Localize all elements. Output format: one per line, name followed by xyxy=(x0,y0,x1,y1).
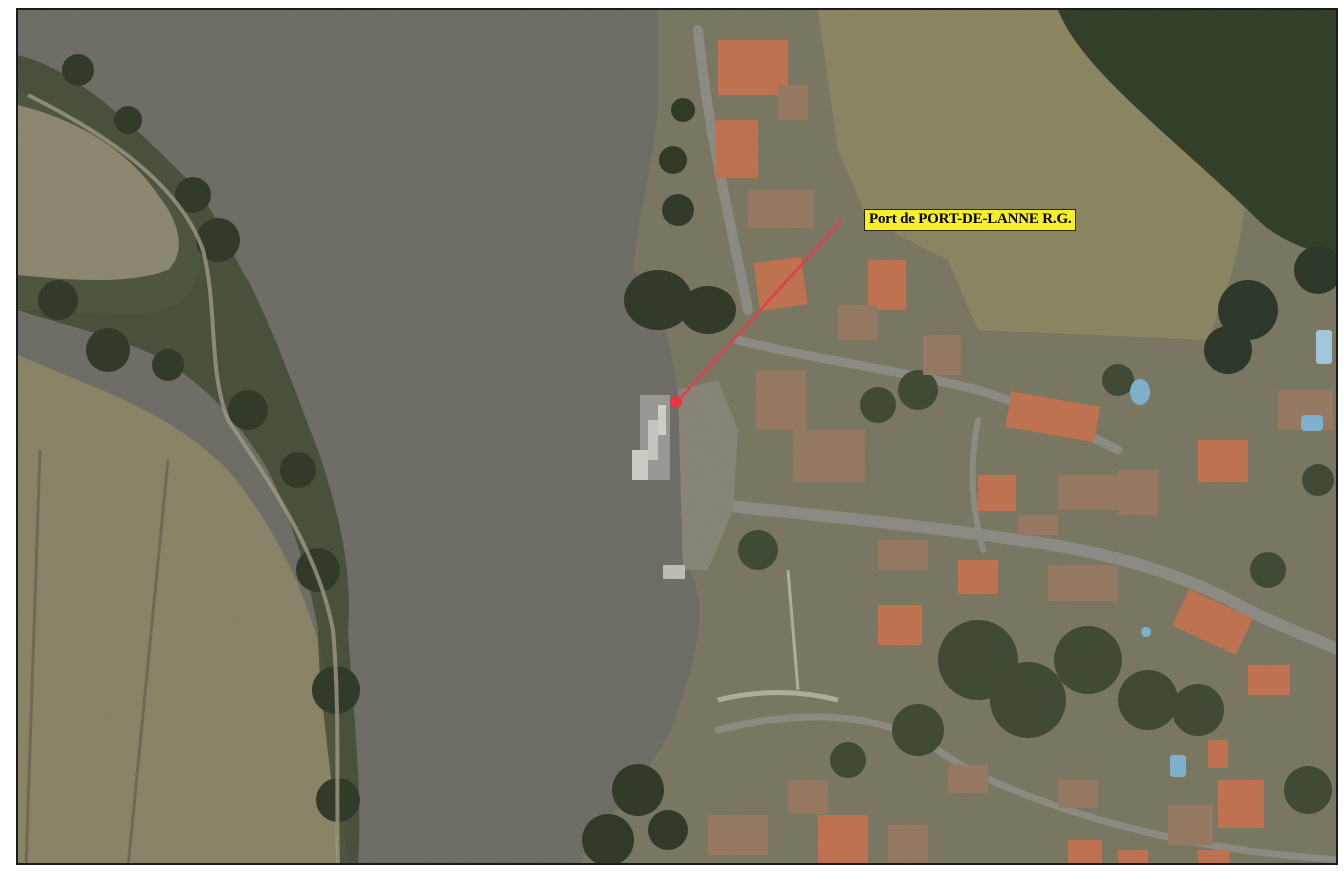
aerial-map xyxy=(18,10,1336,863)
pointer-line xyxy=(676,219,843,403)
port-label: Port de PORT-DE-LANNE R.G. xyxy=(864,209,1077,231)
port-marker xyxy=(670,396,682,408)
aerial-photo-frame: Port de PORT-DE-LANNE R.G. xyxy=(16,8,1338,865)
